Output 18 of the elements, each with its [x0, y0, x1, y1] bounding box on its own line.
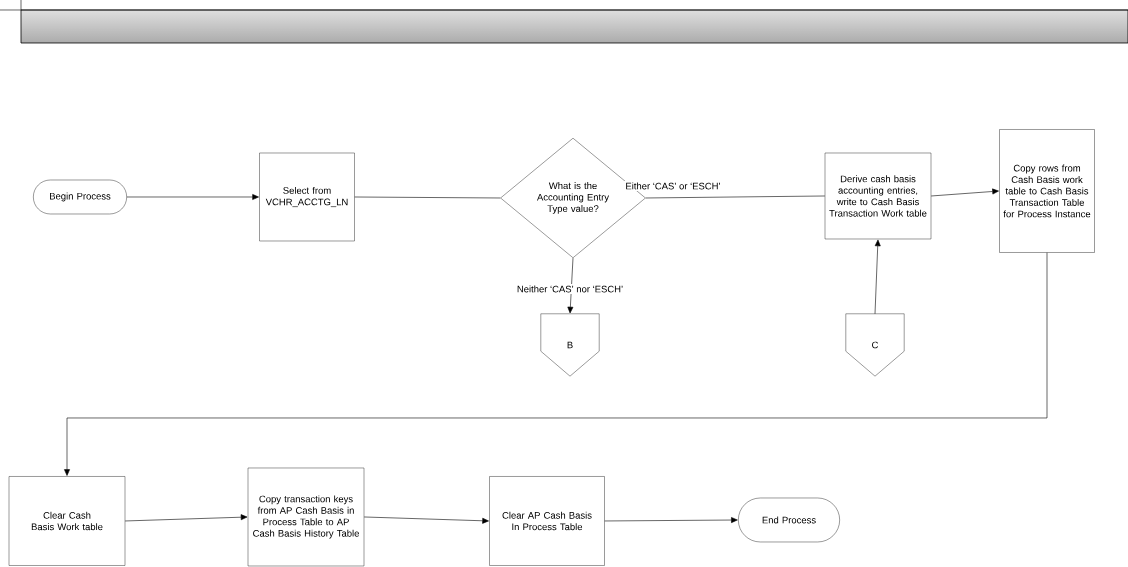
arrow — [124, 514, 248, 522]
arrow — [874, 239, 881, 315]
process-box: Select from VCHR_ACCTG_LN — [259, 152, 355, 242]
arrow — [363, 516, 489, 524]
arrow — [126, 194, 259, 200]
off-page-connector: C — [845, 313, 905, 377]
off-page-connector: B — [540, 313, 600, 377]
process-box: Copy rows from Cash Basis work table to Cash Basis Transaction Table for Process Instance — [999, 129, 1095, 253]
process-box: Copy transaction keys from AP Cash Basis in Process Table to AP Cash Basis History Table — [247, 467, 365, 567]
arrow — [567, 257, 574, 314]
arrow — [64, 252, 1048, 476]
arrow — [604, 517, 738, 523]
process-box: Clear Cash Basis Work table — [8, 476, 126, 566]
edge-label: Either ‘CAS’ or ‘ESCH’ — [623, 181, 723, 191]
process-box: Derive cash basis accounting entries, write to Cash Basis Transaction Work table — [824, 152, 932, 240]
edge-label: Neither ‘CAS’ nor ‘ESCH’ — [515, 284, 625, 294]
arrow — [930, 188, 999, 197]
process-box: Clear AP Cash Basis In Process Table — [489, 476, 605, 566]
